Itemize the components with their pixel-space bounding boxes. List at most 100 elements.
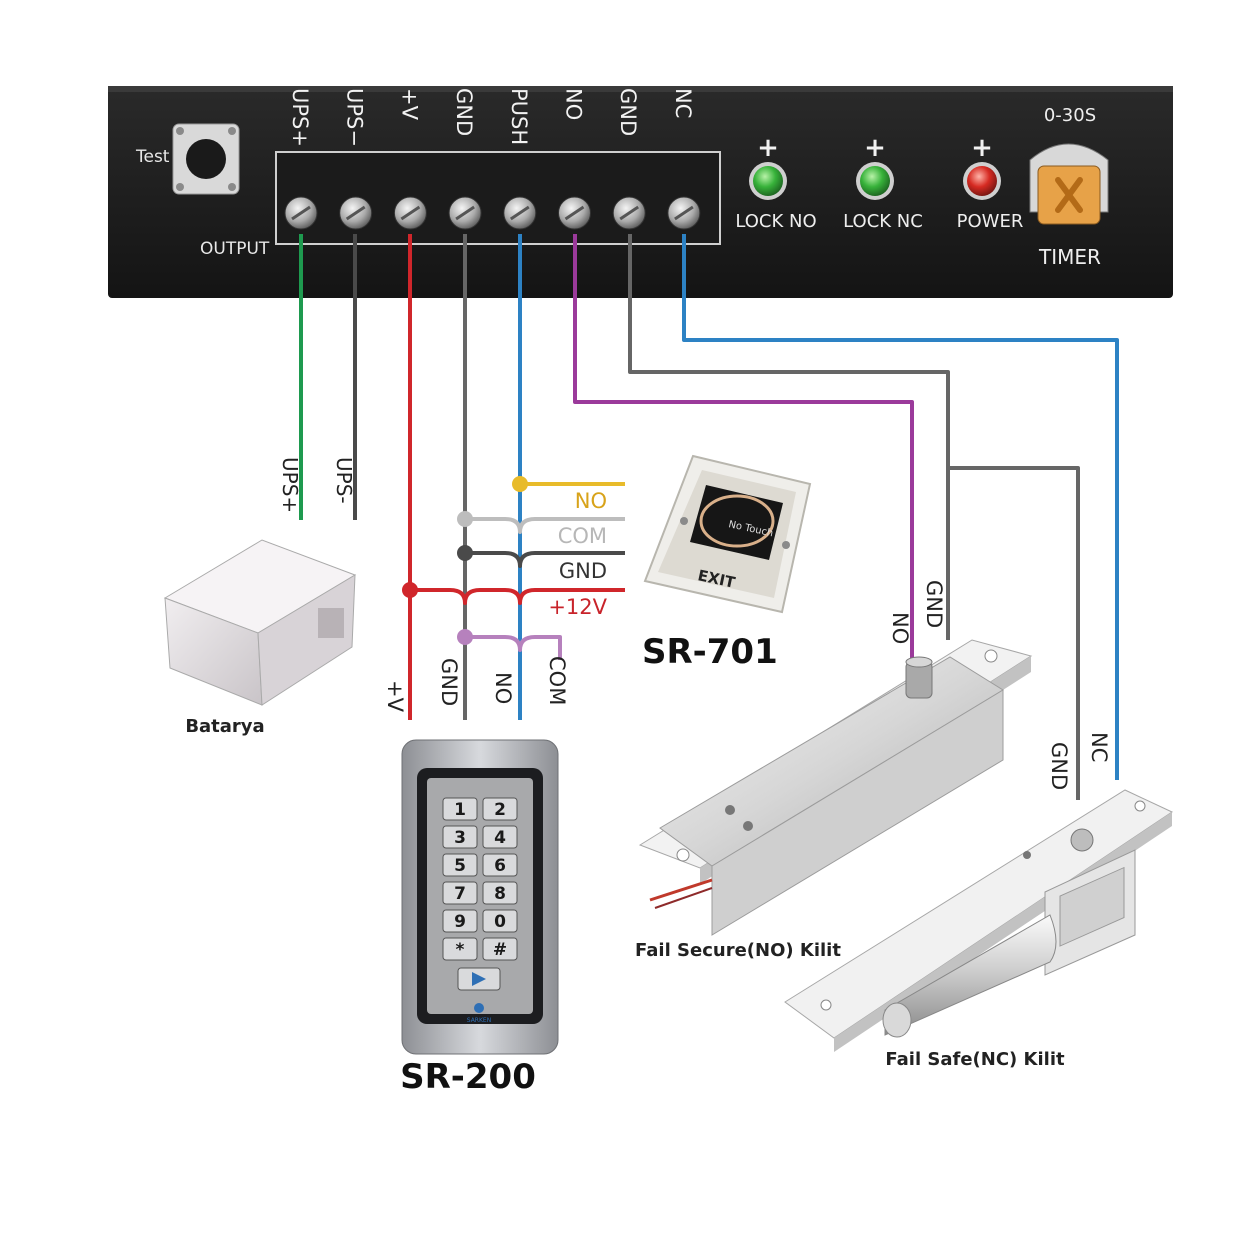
key-label: 8 xyxy=(494,884,506,904)
key-cap[interactable] xyxy=(482,881,518,905)
battery-box xyxy=(163,539,357,706)
wire-no-lock xyxy=(573,234,914,664)
key-label: 5 xyxy=(454,856,466,876)
fail-secure-label: Fail Secure(NO) Kilit xyxy=(635,940,841,961)
indicator-lock-no: +LOCK NO xyxy=(735,133,816,232)
exit-button-device[interactable]: No Touch EXIT xyxy=(643,454,812,614)
timer-label: TIMER xyxy=(1038,245,1101,269)
key-cap[interactable] xyxy=(442,825,478,849)
key-cap[interactable] xyxy=(482,909,518,933)
key-cap[interactable] xyxy=(482,797,518,821)
terminal-label: GND xyxy=(452,88,476,136)
test-button[interactable] xyxy=(172,123,240,195)
screw-slot xyxy=(619,205,640,221)
keypad-key-2[interactable]: 2 xyxy=(482,797,518,821)
indicator-power: + POWER xyxy=(957,133,1024,232)
terminal-3[interactable]: +V xyxy=(393,88,427,230)
terminal-5[interactable]: PUSH xyxy=(503,88,537,230)
indicator-group: +LOCK NO+LOCK NC+POWER xyxy=(735,133,1023,232)
terminal-1[interactable]: UPS+ xyxy=(284,88,318,230)
keypad-wire-no-label: NO xyxy=(491,672,515,704)
keypad-key-3[interactable]: 3 xyxy=(442,825,478,849)
fail-safe-wire-gnd-label: GND xyxy=(1047,742,1071,790)
fail-secure-wire-gnd-label: GND xyxy=(922,580,946,628)
keypad-key-#[interactable]: # xyxy=(482,937,518,961)
terminal-6[interactable]: NO xyxy=(558,88,591,230)
keypad-key-6[interactable]: 6 xyxy=(482,853,518,877)
key-cap[interactable] xyxy=(442,797,478,821)
terminal-4[interactable]: GND xyxy=(448,88,482,230)
test-label: Test xyxy=(135,147,170,167)
screw-slot xyxy=(674,205,694,221)
terminal-8[interactable]: NC xyxy=(667,88,701,230)
key-label: 1 xyxy=(454,800,466,820)
key-label: 4 xyxy=(494,828,506,848)
wire-junctions xyxy=(402,476,528,645)
junction-com xyxy=(457,511,473,527)
keypad-key-0[interactable]: 0 xyxy=(482,909,518,933)
timer-potentiometer[interactable] xyxy=(1029,143,1109,225)
indicator-label: LOCK NC xyxy=(843,211,923,232)
keypad-key-5[interactable]: 5 xyxy=(442,853,478,877)
key-cap[interactable] xyxy=(482,937,518,961)
keypad-key-*[interactable]: * xyxy=(442,937,478,961)
indicator-plus-sign: + xyxy=(971,133,993,163)
wire-exit-12v xyxy=(410,588,625,605)
keypad-key-7[interactable]: 7 xyxy=(442,881,478,905)
indicator-plus-sign: + xyxy=(757,133,779,163)
keypad-key-8[interactable]: 8 xyxy=(482,881,518,905)
key-label: * xyxy=(456,940,465,960)
keypad-model: SR-200 xyxy=(400,1057,536,1097)
screw-slot xyxy=(509,205,530,221)
output-label: OUTPUT xyxy=(200,239,270,259)
terminal-2[interactable]: UPS− xyxy=(339,88,373,230)
screw-slot xyxy=(345,205,366,221)
keypad-wire-com-label: COM xyxy=(545,656,569,705)
keypad-wire-gnd-label: GND xyxy=(437,658,461,706)
fail-safe-wire-nc-label: NC xyxy=(1087,732,1111,762)
key-label: 0 xyxy=(494,912,506,932)
junction-gnd xyxy=(457,545,473,561)
key-label: 3 xyxy=(454,828,466,848)
terminal-label: PUSH xyxy=(507,88,531,145)
junction-12v xyxy=(402,582,418,598)
keypad-wire-v-label: +V xyxy=(383,680,407,713)
terminal-7[interactable]: GND xyxy=(612,88,646,230)
battery-ups-plus-label: UPS+ xyxy=(278,457,302,513)
wire-gnd-lock-branch xyxy=(948,466,1080,800)
key-cap[interactable] xyxy=(442,881,478,905)
keypad-key-9[interactable]: 9 xyxy=(442,909,478,933)
keypad-key-4[interactable]: 4 xyxy=(482,825,518,849)
key-cap[interactable] xyxy=(482,825,518,849)
key-cap[interactable] xyxy=(442,937,478,961)
terminal-label: NO xyxy=(562,88,586,120)
screw-slot xyxy=(455,205,475,221)
indicator-lock-nc: +LOCK NC xyxy=(843,133,923,232)
card-reader-icon xyxy=(457,967,501,991)
terminal-label: UPS− xyxy=(343,88,367,147)
wire-exit-com xyxy=(465,517,625,534)
key-label: 6 xyxy=(494,856,506,876)
screw-slot xyxy=(564,205,585,221)
screw-slot xyxy=(291,205,311,221)
led-icon xyxy=(860,166,890,196)
key-cap[interactable] xyxy=(442,909,478,933)
junction-keypad-com xyxy=(457,629,473,645)
terminal-label: GND xyxy=(616,88,640,136)
key-label: 7 xyxy=(454,884,466,904)
key-cap[interactable] xyxy=(442,853,478,877)
wire-exit-gnd xyxy=(465,551,625,568)
wire-keypad-com xyxy=(465,635,562,660)
battery-name: Batarya xyxy=(185,716,264,737)
junction-no xyxy=(512,476,528,492)
keypad-brand: SARKEN xyxy=(467,1017,491,1024)
key-label: 9 xyxy=(454,912,466,932)
wires xyxy=(299,234,1119,800)
wire-nc-lock xyxy=(682,234,1119,780)
key-cap[interactable] xyxy=(482,853,518,877)
keypad-key-1[interactable]: 1 xyxy=(442,797,478,821)
indicator-label: POWER xyxy=(957,211,1024,232)
fail-safe-label: Fail Safe(NC) Kilit xyxy=(885,1049,1065,1070)
